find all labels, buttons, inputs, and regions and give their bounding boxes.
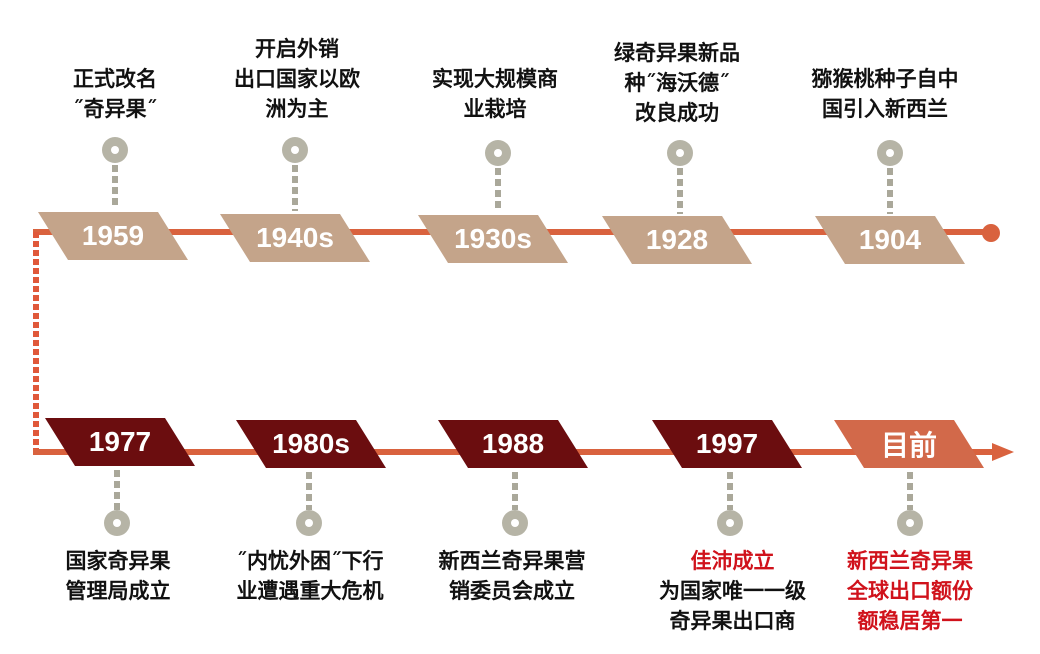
- text-line: 销委员会成立: [449, 579, 575, 603]
- year-label: 1959: [38, 212, 188, 260]
- pin-icon: [485, 140, 511, 166]
- milestone-text: 开启外销出口国家以欧洲为主: [197, 34, 397, 124]
- pin-icon: [717, 510, 743, 536]
- text-line: 额稳居第一: [857, 609, 963, 633]
- pin-dots: [306, 472, 312, 510]
- text-line-highlight: 佳沛成立: [690, 549, 775, 573]
- text-line: 新西兰奇异果营: [438, 549, 586, 573]
- pin-icon: [296, 510, 322, 536]
- milestone-text: 猕猴桃种子自中国引入新西兰: [785, 64, 985, 124]
- pin-dots: [112, 165, 118, 209]
- year-label: 1988: [438, 420, 588, 468]
- text-line: 业遭遇重大危机: [236, 579, 384, 603]
- timeline-start-dot: [982, 224, 1000, 242]
- pin-dots: [292, 165, 298, 211]
- milestone-text: ˝内忧外困˝下行业遭遇重大危机: [205, 546, 415, 606]
- milestone-text: 新西兰奇异果全球出口额份额稳居第一: [810, 546, 1010, 636]
- text-line: 国家奇异果: [65, 549, 171, 573]
- arrow-right-icon: [992, 443, 1014, 461]
- year-label: 1980s: [236, 420, 386, 468]
- pin-icon: [104, 510, 130, 536]
- milestone-text: 正式改名 ˝奇异果˝: [15, 64, 215, 124]
- milestone-text: 佳沛成立为国家唯一一级奇异果出口商: [630, 546, 835, 636]
- milestone-text: 新西兰奇异果营销委员会成立: [412, 546, 612, 606]
- text-line: 出口国家以欧: [234, 67, 360, 91]
- text-line: 全球出口额份: [847, 579, 973, 603]
- current-label: 目前: [834, 420, 984, 468]
- text-line: 绿奇异果新品: [614, 41, 740, 65]
- pin-dots: [114, 470, 120, 510]
- text-line: 种˝海沃德˝: [624, 71, 730, 95]
- year-label: 1977: [45, 418, 195, 466]
- text-line: 国引入新西兰: [822, 97, 948, 121]
- text-line: ˝内忧外困˝下行: [236, 549, 384, 573]
- text-line: 开启外销: [255, 37, 339, 61]
- pin-icon: [102, 137, 128, 163]
- timeline-connector: [33, 232, 39, 454]
- milestone-text: 绿奇异果新品种˝海沃德˝ 改良成功: [577, 38, 777, 128]
- milestone-text: 实现大规模商业栽培: [395, 64, 595, 124]
- pin-dots: [727, 472, 733, 510]
- pin-dots: [512, 472, 518, 510]
- pin-dots: [887, 168, 893, 214]
- text-line: 管理局成立: [65, 579, 171, 603]
- pin-icon: [282, 137, 308, 163]
- text-line: 业栽培: [463, 97, 527, 121]
- milestone-text: 国家奇异果管理局成立: [18, 546, 218, 606]
- pin-icon: [667, 140, 693, 166]
- text-line: 改良成功: [635, 101, 719, 125]
- year-label: 1928: [602, 216, 752, 264]
- text-line: ˝奇异果˝: [73, 97, 157, 121]
- text-line: 新西兰奇异果: [847, 549, 973, 573]
- pin-dots: [677, 168, 683, 214]
- text-line: 实现大规模商: [432, 67, 558, 91]
- pin-dots: [495, 168, 501, 212]
- year-label: 1904: [815, 216, 965, 264]
- pin-icon: [502, 510, 528, 536]
- text-line: 猕猴桃种子自中: [811, 67, 959, 91]
- text-line: 奇异果出口商: [669, 609, 796, 633]
- year-label: 1930s: [418, 215, 568, 263]
- year-label: 1940s: [220, 214, 370, 262]
- text-line: 为国家唯一一级: [659, 579, 806, 603]
- pin-icon: [877, 140, 903, 166]
- text-line: 正式改名: [73, 67, 157, 91]
- year-label: 1997: [652, 420, 802, 468]
- text-line: 洲为主: [265, 97, 329, 121]
- pin-icon: [897, 510, 923, 536]
- pin-dots: [907, 472, 913, 510]
